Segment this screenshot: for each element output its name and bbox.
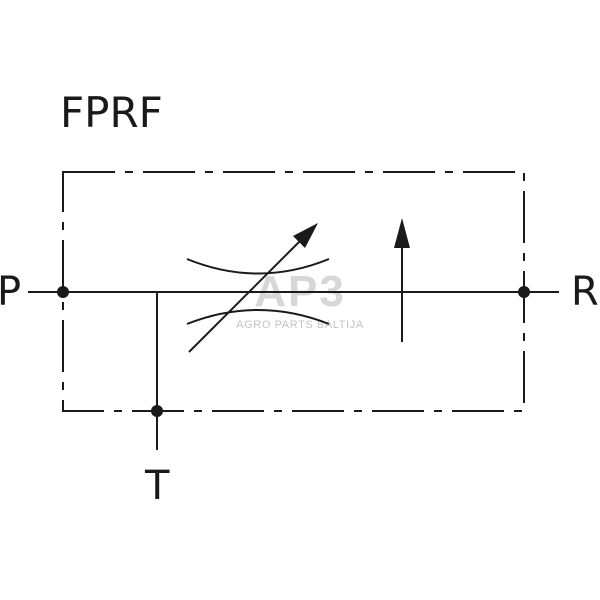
port-p-junction — [57, 286, 69, 298]
adjustment-arrow-shaft — [188, 240, 301, 353]
flow-direction-arrow — [394, 218, 410, 342]
adjustable-throttle-symbol — [186, 223, 330, 353]
throttle-lower-curve — [186, 309, 330, 325]
port-p-label: P — [0, 269, 21, 315]
adjustment-arrow-head — [293, 223, 318, 248]
watermark: AP3 AGRO PARTS BALTIJA — [236, 267, 364, 331]
port-t-junction — [151, 405, 163, 417]
throttle-upper-curve — [186, 258, 330, 275]
flow-arrow-head — [394, 218, 410, 248]
port-r-label: R — [571, 269, 599, 315]
watermark-text: AGRO PARTS BALTIJA — [236, 319, 364, 331]
valve-code-label: FPRF — [60, 88, 163, 137]
port-r-junction — [518, 286, 530, 298]
port-t-label: T — [144, 463, 170, 509]
